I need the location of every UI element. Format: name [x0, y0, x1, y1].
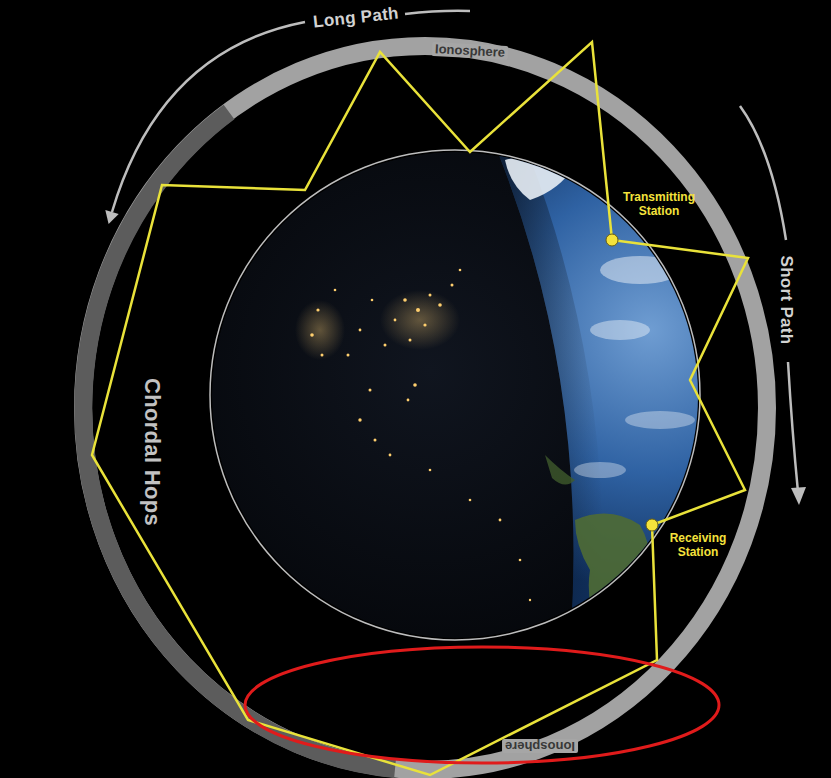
long-path-arrow — [112, 22, 305, 212]
city-glow — [295, 300, 345, 360]
city-light — [371, 299, 374, 302]
city-light — [359, 329, 362, 332]
city-light — [316, 308, 319, 311]
city-light — [429, 294, 432, 297]
city-light — [310, 333, 314, 337]
cloud — [590, 320, 650, 340]
earth — [212, 145, 710, 645]
city-light — [413, 383, 417, 387]
city-light — [403, 298, 407, 302]
city-lights — [310, 269, 531, 602]
city-light — [347, 354, 350, 357]
city-light — [394, 319, 397, 322]
city-glow — [380, 290, 460, 350]
city-light — [469, 499, 472, 502]
station-dot — [606, 234, 618, 246]
city-light — [423, 323, 426, 326]
short-path-hops — [612, 240, 748, 525]
city-light — [384, 344, 387, 347]
city-light — [451, 284, 454, 287]
station-label: Receiving Station — [662, 531, 734, 559]
city-light — [389, 454, 392, 457]
cloud — [625, 411, 695, 429]
city-light — [416, 308, 420, 312]
city-light — [429, 469, 432, 472]
chordal-hops-label: Chordal Hops — [139, 378, 165, 526]
city-light — [334, 289, 337, 292]
city-light — [358, 418, 361, 421]
city-light — [529, 599, 531, 601]
path-label: Long Path — [312, 4, 399, 33]
city-light — [519, 559, 522, 562]
arrowhead — [105, 210, 118, 224]
greenland-ice — [505, 156, 575, 200]
city-light — [369, 389, 372, 392]
earth-outline — [210, 150, 700, 640]
city-light — [459, 269, 462, 272]
ionosphere-label: Ionosphere — [432, 42, 509, 60]
station-label: Transmitting Station — [616, 190, 702, 218]
city-light — [409, 339, 412, 342]
path-label: Short Path — [776, 256, 796, 345]
city-light — [321, 354, 324, 357]
long-path-arrow — [405, 11, 470, 14]
ionosphere-label: Ionosphere — [502, 739, 578, 753]
station-dot — [646, 519, 658, 531]
central-america — [545, 455, 575, 485]
city-light — [374, 439, 377, 442]
city-light — [438, 303, 442, 307]
cloud — [574, 462, 626, 478]
short-path-arrow — [788, 362, 798, 492]
highlight-ellipse — [245, 647, 719, 763]
city-light — [407, 399, 410, 402]
terminator — [495, 145, 603, 645]
long-path-hops — [92, 42, 657, 775]
south-america — [575, 514, 650, 640]
city-light — [499, 519, 502, 522]
cloud — [600, 256, 680, 284]
short-path-arrow — [740, 106, 786, 240]
arrowhead — [791, 487, 806, 505]
ionosphere-ring — [83, 46, 767, 770]
earth-day — [495, 145, 710, 645]
